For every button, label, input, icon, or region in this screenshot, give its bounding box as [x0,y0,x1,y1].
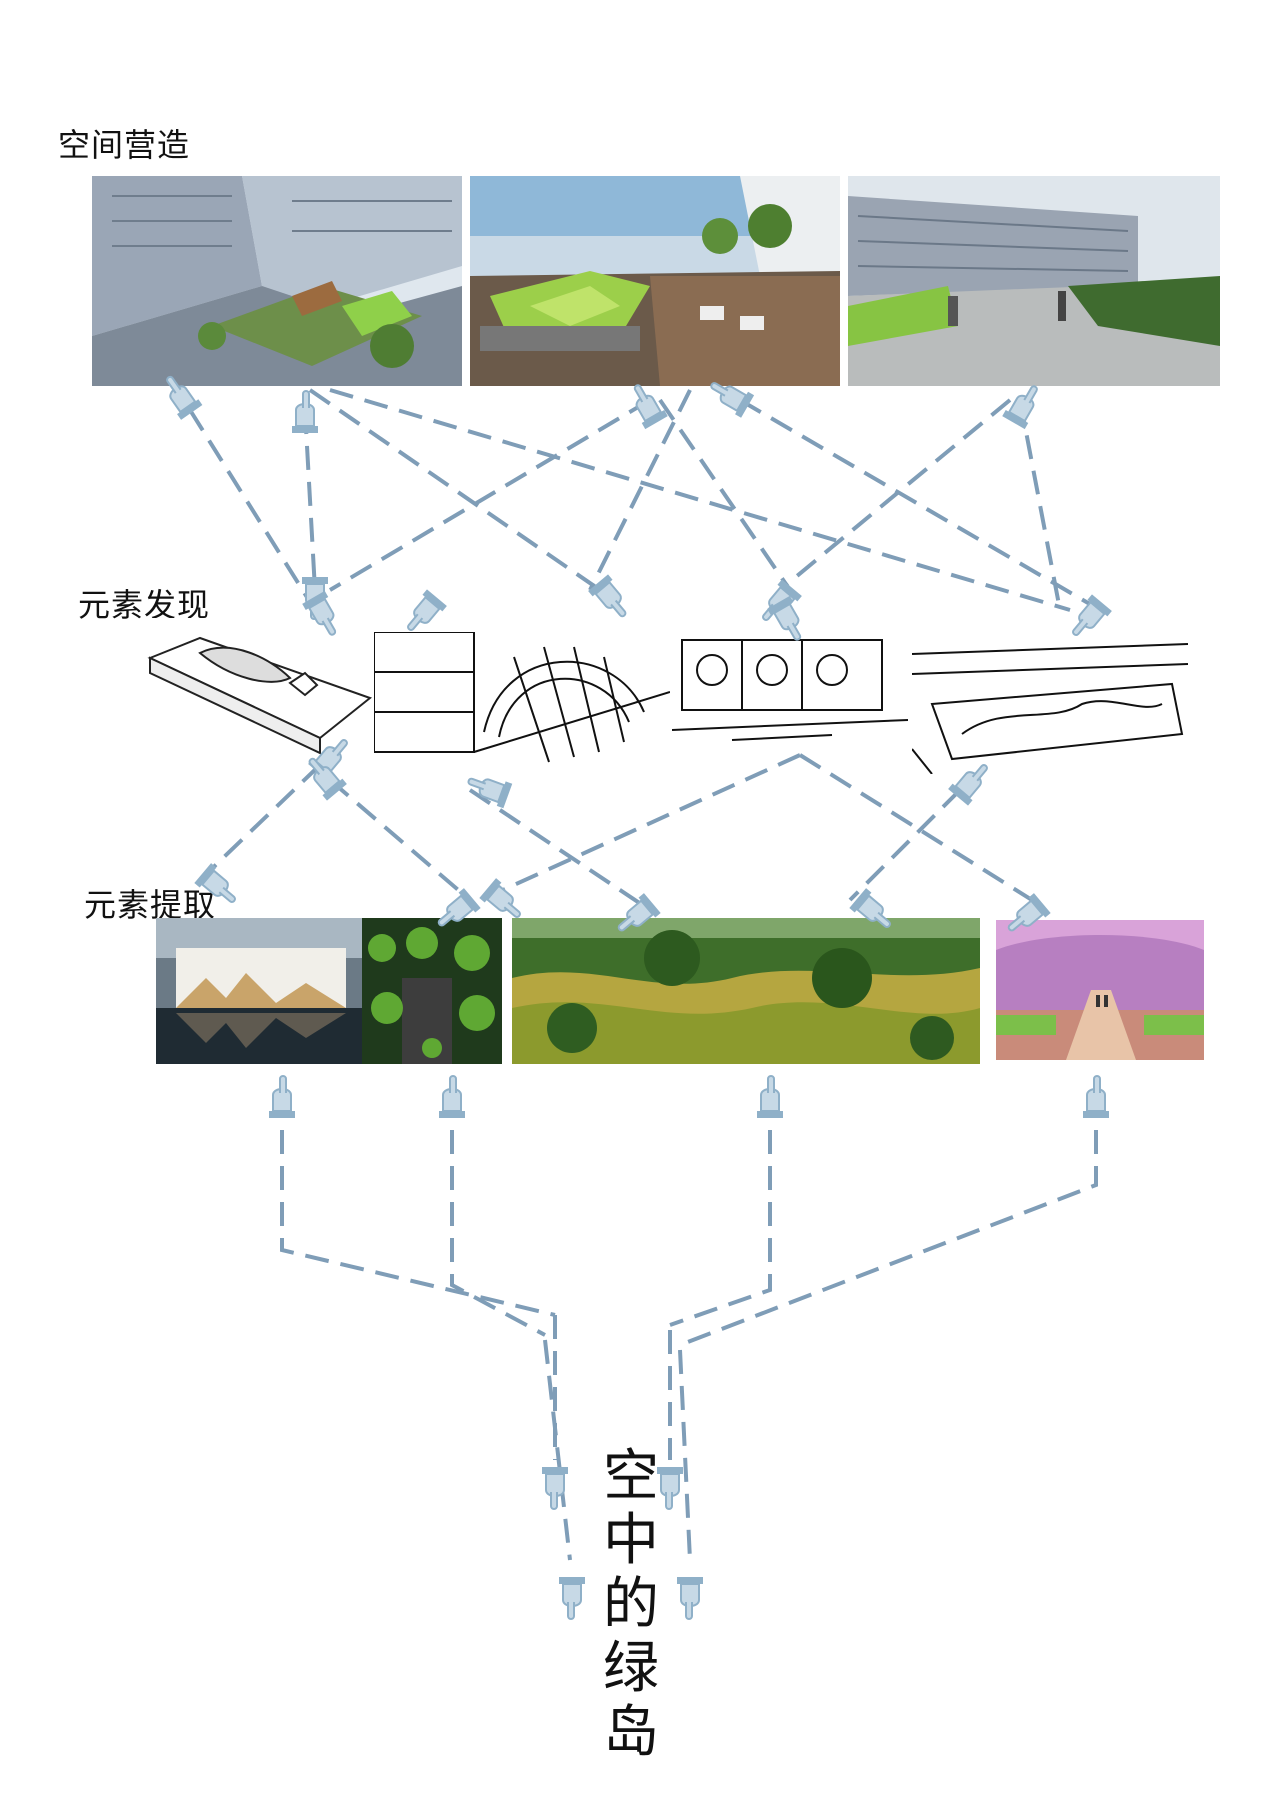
connector-line [328,778,472,902]
connector-line [658,398,792,592]
connector-line [468,788,652,912]
connector-line [678,1349,692,1561]
connector-line [450,1130,546,1337]
title-char: 的 [603,1572,659,1637]
connector-line [543,1339,572,1561]
connector-line [469,753,801,907]
connector-line [848,788,962,902]
connector-line [329,388,1071,612]
label-element-discovery: 元素发现 [78,586,211,624]
connector-line [328,398,652,592]
pointing-hand-icon [462,768,514,810]
pointing-hand-icon [301,576,329,620]
vertical-title: 空 中 的 绿 岛 [596,1445,666,1765]
pointing-hand-icon [587,573,637,625]
label-space-creation: 空间营造 [58,126,191,164]
label-element-extraction: 元素提取 [84,886,217,924]
pointing-hand-icon [558,1576,586,1620]
title-char: 岛 [603,1700,659,1765]
photo-ivy-wall [362,918,502,1064]
pointing-hand-icon [291,390,319,434]
title-char: 中 [603,1508,659,1573]
photo-wisteria-tunnel [996,920,1204,1060]
pointing-hand-icon [1082,1075,1110,1119]
sketch-planter-beds [912,634,1188,774]
connector-line [588,389,692,591]
title-char: 绿 [603,1636,659,1701]
connector-line [679,1130,1098,1347]
pointing-hand-icon [676,1576,704,1620]
sketch-wall-garden [672,630,908,760]
photo-mountain-mural-wall [156,918,362,1064]
connector-line [303,409,317,591]
render-rooftop-deck [470,176,840,386]
pointing-hand-icon [753,578,803,630]
connector-line [198,763,322,882]
connector-line [308,388,602,592]
connector-line [1018,399,1062,611]
connector-line [280,1130,556,1317]
pointing-hand-icon [623,378,669,431]
connector-line [738,398,1102,612]
pointing-hand-icon [756,1075,784,1119]
render-rooftop-overview [92,176,462,386]
pointing-hand-icon [541,1466,569,1510]
connector-line [669,1130,772,1327]
connector-line [778,398,1012,592]
sketch-stone-planter [140,618,380,778]
connector-line [798,753,1042,907]
pointing-hand-icon [398,588,448,640]
render-rooftop-walkway [848,176,1220,386]
sketch-pergola [374,632,670,772]
title-char: 空 [603,1444,659,1509]
pointing-hand-icon [268,1075,296,1119]
pointing-hand-icon [1001,378,1047,431]
pointing-hand-icon [438,1075,466,1119]
photo-terraced-landscape [512,918,980,1064]
